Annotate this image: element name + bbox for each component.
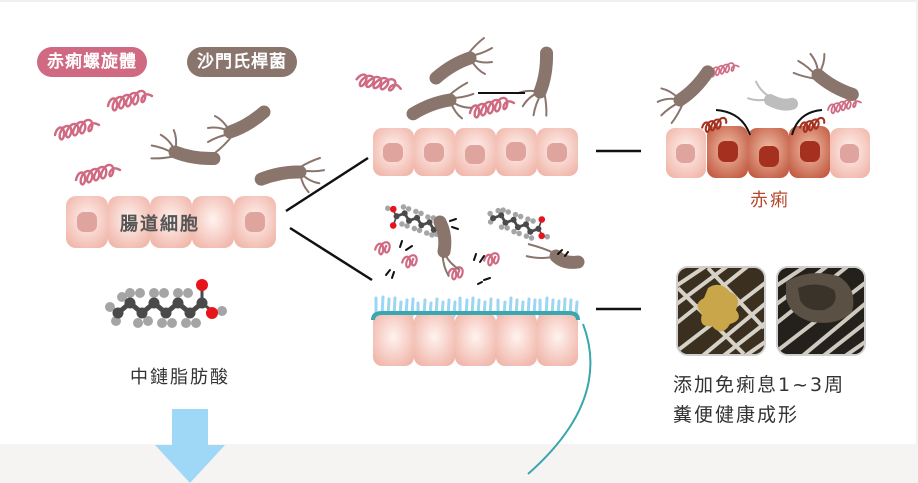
before-feces-photo: [676, 266, 766, 356]
middle-top-salmonella: [413, 38, 577, 124]
top-border: [0, 0, 918, 2]
healthy-cells-with-mucus: [371, 295, 592, 475]
broken-bacteria: [373, 215, 585, 285]
connector-lower: [289, 226, 373, 282]
dysentery-cells: [666, 109, 870, 178]
middle-bottom-molecules: [377, 196, 558, 249]
salmonella-2: [145, 123, 214, 190]
bottom-band: [0, 444, 918, 483]
mcfa-molecule-large: [105, 279, 227, 328]
spirochete-legend-pill: 赤痢螺旋體: [37, 47, 147, 77]
spirochete-1: [106, 89, 154, 112]
result-text-line1: 添加免痢息1~3周: [673, 374, 846, 396]
salmonella-1: [208, 112, 264, 152]
after-feces-photo: [776, 266, 866, 356]
connector-upper: [285, 156, 369, 213]
salmonella-legend-pill: 沙門氏桿菌: [187, 47, 297, 77]
right-border: [916, 0, 918, 444]
intestinal-cell-label: 腸道細胞: [120, 214, 200, 235]
mcfa-label: 中鏈脂肪酸: [130, 367, 230, 388]
dysentery-label: 赤痢: [750, 190, 790, 211]
down-arrow-icon: [155, 409, 225, 483]
left-spirochetes: [53, 89, 154, 186]
spirochete-3: [74, 163, 122, 186]
dysentery-bacteria: [654, 46, 862, 125]
left-intestinal-cells: [66, 196, 276, 248]
left-salmonella: [145, 112, 327, 198]
result-text-line2: 糞便健康成形: [673, 404, 800, 426]
spirochete-2: [53, 118, 101, 141]
middle-top-cells: [373, 128, 578, 176]
